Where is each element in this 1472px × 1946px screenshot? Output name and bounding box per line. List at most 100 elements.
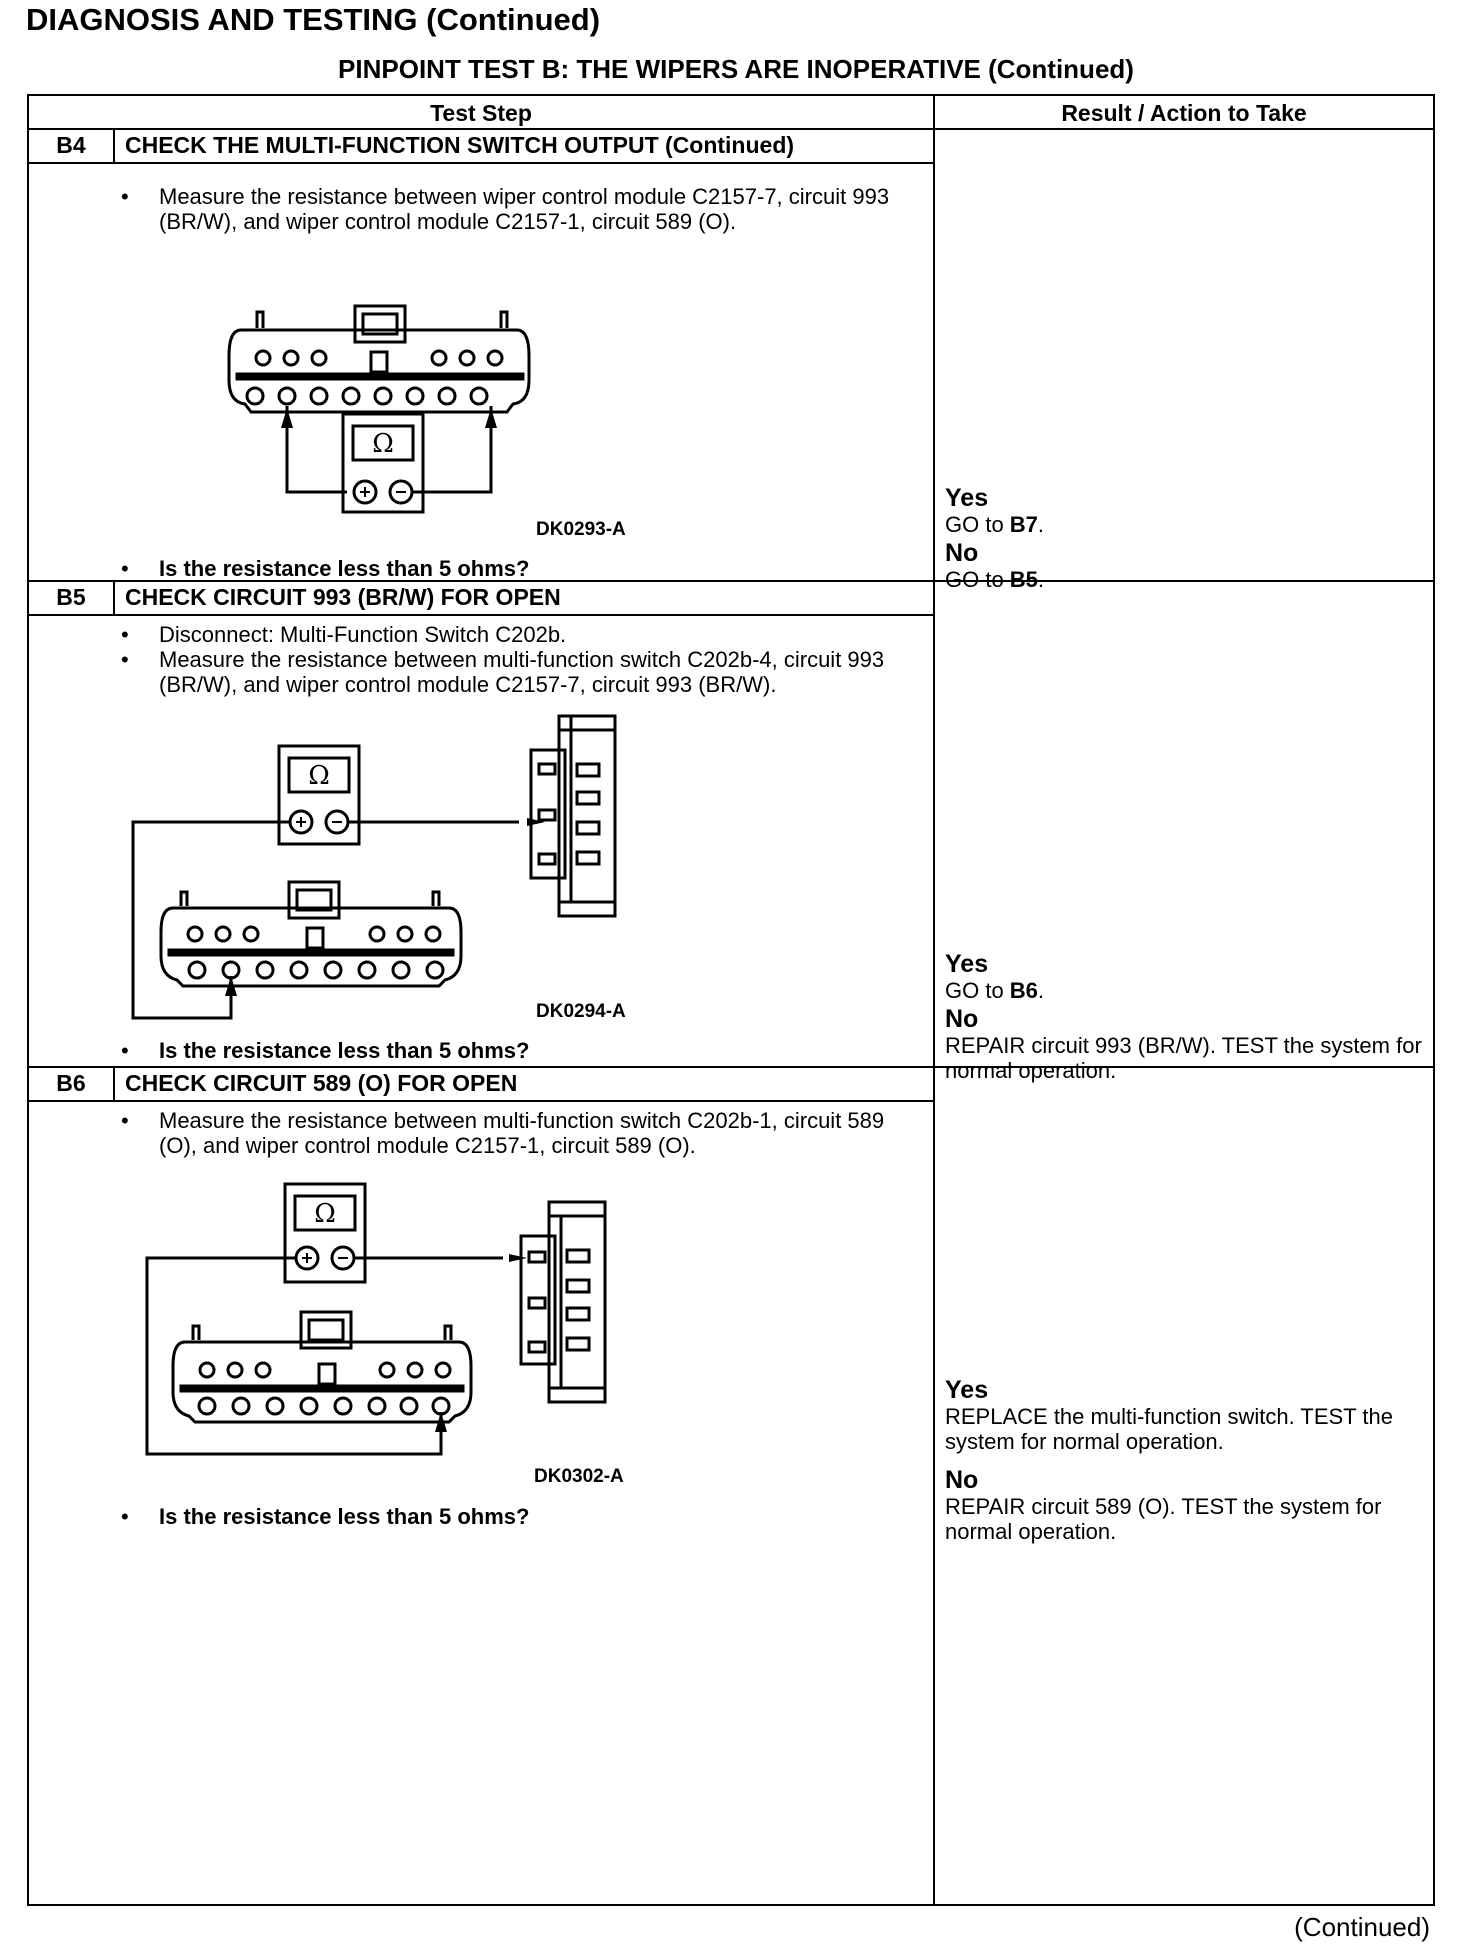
id-divider xyxy=(113,580,115,616)
column-header-test-step: Test Step xyxy=(430,100,532,126)
figure-id-dk0294-a: DK0294-A xyxy=(536,1001,626,1022)
result-no-label: No xyxy=(945,1005,979,1033)
instruction-item: Disconnect: Multi-Function Switch C202b. xyxy=(121,622,921,647)
pin xyxy=(289,960,309,980)
row-divider xyxy=(29,1066,1433,1068)
pin xyxy=(368,925,386,943)
row-divider xyxy=(29,128,1433,130)
instruction-item: Measure the resistance between multi-fun… xyxy=(121,647,921,697)
step-id-b4: B4 xyxy=(56,132,86,158)
wiring-diagram-dk0294-a: Ω xyxy=(131,714,617,1020)
terminal xyxy=(527,1296,547,1310)
result-no-action: REPAIR circuit 993 (BR/W). TEST the syst… xyxy=(945,1033,1422,1083)
pin xyxy=(341,386,361,406)
goto-b5-link[interactable]: B5 xyxy=(1009,567,1038,592)
minus-terminal-icon xyxy=(388,479,414,505)
step-id-b6: B6 xyxy=(56,1070,86,1096)
pin-1 xyxy=(431,1396,451,1416)
figure-id-dk0293-a: DK0293-A xyxy=(536,519,626,540)
pin xyxy=(378,1361,396,1379)
step-id-b5: B5 xyxy=(56,584,86,610)
pin xyxy=(299,1396,319,1416)
wiring-diagram-dk0302-a: Ω xyxy=(145,1182,607,1456)
result-b6: Yes REPLACE the multi-function switch. T… xyxy=(945,1376,1425,1544)
connector-latch-tab xyxy=(255,310,509,328)
meter-display xyxy=(293,1194,357,1232)
probe-arrow-icon xyxy=(435,1412,447,1432)
pin xyxy=(406,1361,424,1379)
continued-footer: (Continued) xyxy=(1294,1912,1430,1942)
pin xyxy=(187,960,207,980)
result-b4: Yes GO to B7. No GO to B5. xyxy=(945,484,1425,592)
id-divider xyxy=(113,128,115,164)
terminal xyxy=(575,820,601,836)
terminal xyxy=(537,762,557,776)
row-divider xyxy=(29,580,1433,582)
terminal-signs xyxy=(296,817,342,827)
switch-connector-plug xyxy=(519,1234,557,1366)
pin xyxy=(242,925,260,943)
instruction-item: Measure the resistance between multi-fun… xyxy=(121,1108,921,1158)
pinpoint-test-table: Test Step Result / Action to Take B4 CHE… xyxy=(27,94,1435,1906)
terminal-signs xyxy=(302,1253,348,1263)
connector-divider xyxy=(235,372,525,381)
row-divider xyxy=(29,614,933,616)
step-instructions-b4: Measure the resistance between wiper con… xyxy=(121,184,921,234)
terminal-1 xyxy=(527,1250,547,1264)
ohmmeter xyxy=(283,1182,367,1284)
column-header-result: Result / Action to Take xyxy=(1061,100,1307,126)
ohm-symbol-icon: Ω xyxy=(308,761,330,791)
pin xyxy=(198,1361,216,1379)
ohm-symbol-icon: Ω xyxy=(314,1199,336,1229)
pin xyxy=(424,925,442,943)
switch-connector-plug xyxy=(529,748,567,880)
pin xyxy=(323,960,343,980)
pin xyxy=(265,1396,285,1416)
terminal xyxy=(575,762,601,778)
probe-arrow-icon xyxy=(527,818,545,826)
probe-arrow-icon xyxy=(509,1254,527,1262)
result-b5: Yes GO to B6. No REPAIR circuit 993 (BR/… xyxy=(945,950,1425,1083)
goto-b7-link[interactable]: B7 xyxy=(1009,512,1038,537)
connector-divider xyxy=(167,948,455,957)
pin xyxy=(214,925,232,943)
page-header: DIAGNOSIS AND TESTING (Continued) xyxy=(26,2,601,37)
pin xyxy=(458,349,476,367)
connector-latch-tab xyxy=(191,1324,453,1340)
connector-key xyxy=(305,926,325,950)
connector-lock-inner xyxy=(361,312,399,336)
step-title-b6: CHECK CIRCUIT 589 (O) FOR OPEN xyxy=(125,1070,518,1096)
switch-connector-c202b xyxy=(547,1200,607,1404)
step-question-b5: Is the resistance less than 5 ohms? xyxy=(121,1038,529,1064)
switch-connector-frame xyxy=(559,716,615,904)
pin xyxy=(430,349,448,367)
terminal xyxy=(565,1336,591,1352)
pin xyxy=(282,349,300,367)
pin xyxy=(373,386,393,406)
connector-c2157-body xyxy=(227,328,531,414)
row-divider xyxy=(29,1100,933,1102)
pin-1 xyxy=(469,386,489,406)
terminal-signs xyxy=(360,487,406,497)
step-title-b5: CHECK CIRCUIT 993 (BR/W) FOR OPEN xyxy=(125,584,561,610)
ohmmeter xyxy=(277,744,361,846)
terminal xyxy=(537,852,557,866)
instruction-item: Measure the resistance between wiper con… xyxy=(121,184,921,234)
pin xyxy=(310,349,328,367)
connector-lock-inner xyxy=(295,888,333,912)
connector-key xyxy=(369,350,389,374)
terminal xyxy=(527,1340,547,1354)
ohm-symbol-icon: Ω xyxy=(372,429,394,459)
pin xyxy=(255,960,275,980)
pin xyxy=(309,386,329,406)
pin xyxy=(254,349,272,367)
pin xyxy=(434,1361,452,1379)
connector-lock xyxy=(299,1310,353,1350)
terminal xyxy=(565,1278,591,1294)
result-yes-label: Yes xyxy=(945,1376,989,1404)
pin xyxy=(197,1396,217,1416)
column-divider xyxy=(933,96,935,1904)
connector-lock-inner xyxy=(307,1318,345,1342)
pin xyxy=(399,1396,419,1416)
goto-b6-link[interactable]: B6 xyxy=(1009,978,1038,1003)
